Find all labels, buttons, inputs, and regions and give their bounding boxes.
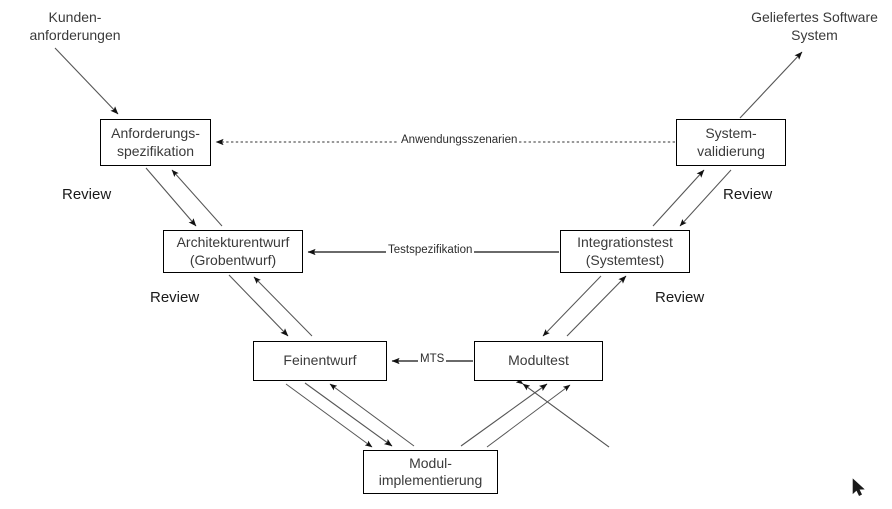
node-modulimplementierung[interactable]: Modul- implementierung	[363, 450, 498, 494]
edge-review-systemvalidierung-to-integrationstest	[679, 169, 732, 227]
edge-review-feinentwurf-down	[285, 383, 373, 448]
edge-review-modulimplementierung-to-modultest-up	[486, 384, 571, 448]
edge-architekturentwurf-to-feinentwurf	[228, 274, 289, 337]
node-line: Anforderungs-	[111, 125, 200, 141]
node-line: Modul-	[409, 454, 452, 471]
node-systemvalidierung[interactable]: System- validierung	[676, 119, 786, 166]
node-line: Integrationstest	[577, 234, 673, 250]
mouse-pointer-icon	[852, 478, 865, 497]
edge-review-architekturentwurf-to-anforderungsspezifikation	[171, 169, 223, 227]
node-line: spezifikation	[116, 142, 195, 159]
edge-anforderungsspezifikation-to-architekturentwurf	[145, 167, 197, 227]
edge-review-integrationstest-to-modultest	[542, 275, 602, 337]
node-integrationstest[interactable]: Integrationstest (Systemtest)	[560, 230, 690, 273]
edge-review-modulimplementierung-to-feinentwurf	[329, 383, 415, 447]
node-line: System-	[705, 125, 757, 141]
label-line: anforderungen	[29, 27, 121, 44]
node-line: Architekturentwurf	[176, 234, 290, 250]
label-line: System	[791, 27, 838, 44]
edge-kundenanforderungen-to-anforderungsspezifikation	[54, 47, 119, 115]
edge-integrationstest-to-systemvalidierung	[652, 169, 705, 227]
edge-review-feinentwurf-to-architekturentwurf	[253, 276, 313, 337]
label-anwendungsszenarien: Anwendungsszenarien	[399, 134, 520, 146]
label-line: Geliefertes Software	[751, 9, 878, 25]
node-line: Modultest	[508, 352, 569, 369]
label-testspezifikation: Testspezifikation	[386, 244, 475, 256]
label-review-integrationstest: Review	[655, 289, 705, 306]
node-line: Feinentwurf	[283, 352, 357, 369]
node-architekturentwurf[interactable]: Architekturentwurf (Grobentwurf)	[163, 230, 303, 273]
node-line: implementierung	[378, 472, 483, 488]
label-line: Kunden-	[48, 9, 102, 25]
node-line: (Grobentwurf)	[189, 251, 277, 268]
label-mts: MTS	[418, 353, 447, 365]
edge-modultest-to-integrationstest	[566, 275, 627, 337]
node-feinentwurf[interactable]: Feinentwurf	[253, 341, 387, 381]
node-anforderungsspezifikation[interactable]: Anforderungs- spezifikation	[100, 119, 211, 166]
label-review-systemvalidierung: Review	[723, 186, 773, 203]
edge-systemvalidierung-to-geliefertes-software-system	[739, 51, 803, 119]
edge-feinentwurf-to-modulimplementierung	[304, 382, 393, 447]
label-kundenanforderungen: Kunden- anforderungen	[10, 8, 140, 44]
node-line: (Systemtest)	[585, 251, 665, 268]
label-geliefertes-software-system: Geliefertes Software System	[742, 8, 887, 44]
edge-review-modultest-to-modulimplementierung	[515, 377, 610, 448]
edge-modulimplementierung-to-modultest	[460, 383, 548, 447]
label-review-architektur: Review	[150, 289, 200, 306]
node-line: validierung	[697, 142, 765, 159]
node-modultest[interactable]: Modultest	[474, 341, 603, 381]
label-review-anforderung: Review	[62, 186, 112, 203]
